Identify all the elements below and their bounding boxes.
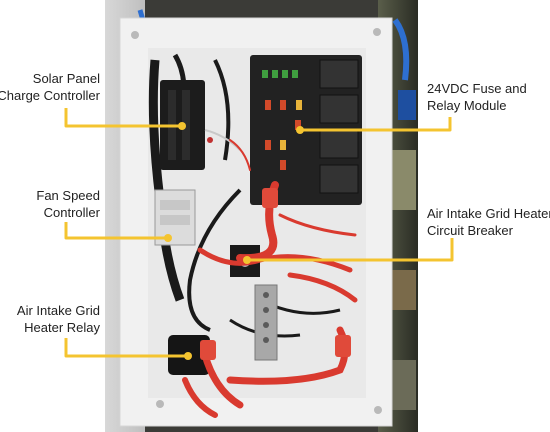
breaker-leader xyxy=(247,238,454,262)
callout-line: Solar Panel xyxy=(32,71,100,86)
callout-line: Circuit Breaker xyxy=(427,223,513,238)
callout-air-intake-grid-heater-relay: Air Intake Grid Heater Relay xyxy=(17,302,100,336)
callout-line: Controller xyxy=(43,205,100,220)
callout-line: Relay Module xyxy=(427,98,507,113)
callout-air-intake-grid-heater-circuit-breaker: Air Intake Grid Heater Circuit Breaker xyxy=(427,205,550,239)
callout-line: Air Intake Grid Heater xyxy=(427,206,550,221)
callout-line: Air Intake Grid xyxy=(16,303,100,318)
callout-line: Charge Controller xyxy=(0,88,100,103)
fuse-leader xyxy=(300,117,452,132)
relay-leader xyxy=(64,338,188,358)
fan-leader xyxy=(64,222,168,240)
callout-line: Fan Speed xyxy=(36,188,100,203)
callout-fan-speed-controller: Fan Speed Controller xyxy=(36,187,100,221)
solar-leader xyxy=(64,108,182,128)
callout-solar-panel-charge-controller: Solar Panel Charge Controller xyxy=(0,70,100,104)
callout-line: 24VDC Fuse and xyxy=(427,81,527,96)
callout-24vdc-fuse-and-relay-module: 24VDC Fuse and Relay Module xyxy=(427,80,527,114)
callout-line: Heater Relay xyxy=(24,320,100,335)
